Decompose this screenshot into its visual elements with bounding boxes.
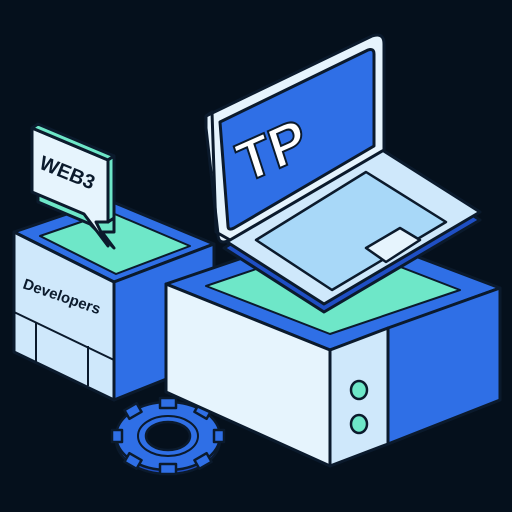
- gear-icon: [110, 396, 226, 476]
- speech-bubble-icon: [30, 122, 116, 250]
- laptop-base: [222, 144, 482, 314]
- trackpad: [364, 226, 422, 264]
- status-light-bottom: [349, 413, 369, 435]
- status-light-top: [349, 379, 369, 401]
- server-lights: [349, 379, 369, 435]
- laptop-screen: [204, 33, 386, 244]
